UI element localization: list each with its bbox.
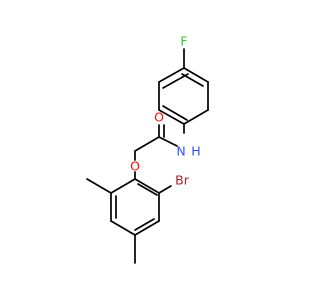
bond	[158, 185, 172, 194]
fluorine-atom: F	[180, 34, 187, 49]
bond	[162, 73, 189, 89]
bonds	[86, 48, 209, 264]
bond	[110, 178, 136, 194]
bond	[134, 218, 155, 231]
bond	[134, 220, 160, 236]
ether-oxygen-symbol: O	[130, 159, 140, 174]
bond	[86, 178, 112, 194]
atom-labels: F N H O O Br	[130, 34, 201, 188]
carbonyl-oxygen-symbol: O	[154, 110, 164, 125]
bond	[158, 109, 185, 125]
bromine-atom: Br	[175, 173, 190, 188]
nitrogen-symbol: N	[176, 144, 185, 159]
hydrogen-symbol: H	[191, 144, 200, 159]
nitrogen-atom: N H	[176, 144, 200, 159]
bond	[134, 136, 160, 152]
bond	[137, 183, 158, 196]
bond	[183, 67, 209, 83]
bond	[158, 136, 178, 147]
bond	[181, 73, 204, 87]
fluorine-symbol: F	[180, 34, 187, 49]
ether-oxygen-atom: O	[130, 159, 140, 174]
molecule-drawing: F N H O O Br	[86, 34, 209, 264]
bond	[183, 109, 209, 125]
carbonyl-oxygen-atom: O	[154, 110, 164, 125]
bond	[110, 220, 136, 236]
bond	[134, 178, 160, 194]
bromine-symbol: Br	[175, 173, 190, 188]
bond	[162, 105, 188, 121]
structure-canvas: F N H O O Br	[86, 34, 209, 264]
bond	[158, 67, 185, 83]
